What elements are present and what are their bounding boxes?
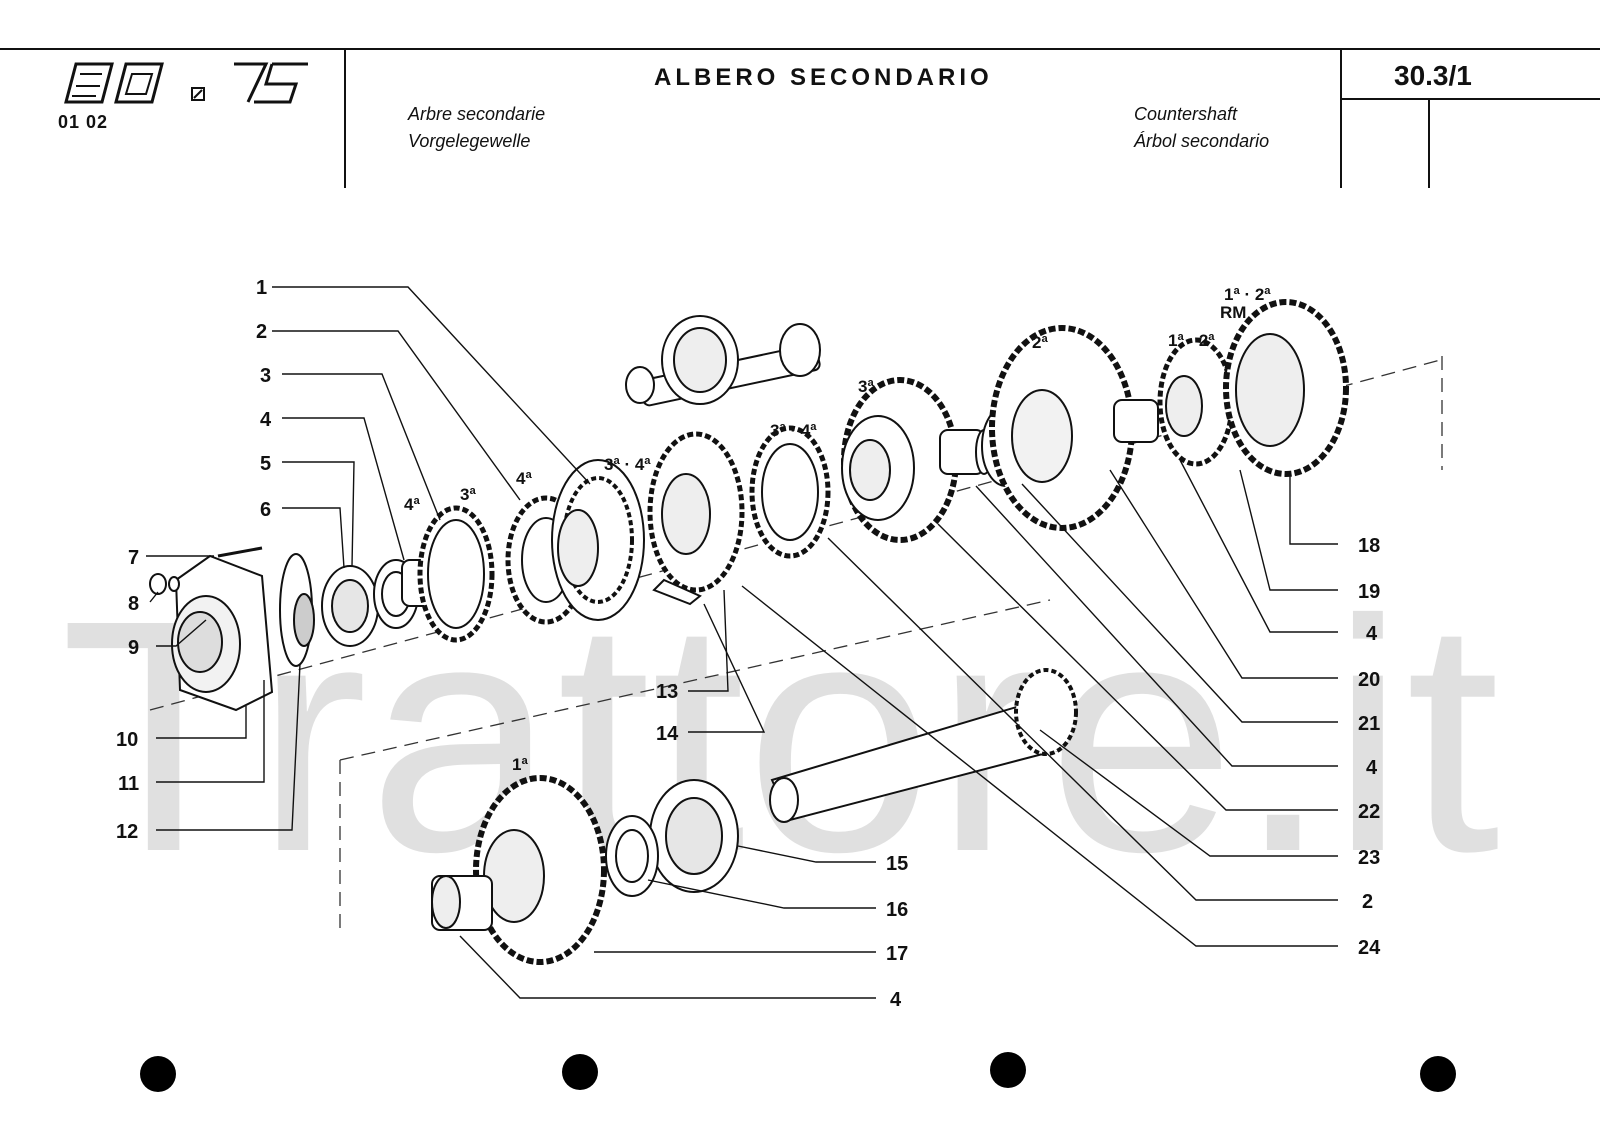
subtitle-en: Countershaft [1134, 104, 1238, 124]
callout-16: 16 [886, 899, 908, 921]
page-box-rule [1340, 98, 1600, 100]
callout-10: 10 [116, 729, 138, 751]
bushing-4-lower [431, 875, 493, 931]
callout-9: 9 [128, 637, 139, 659]
page-box-divider [1428, 98, 1430, 188]
header-divider-right [1340, 48, 1342, 188]
header-top-rule [0, 48, 1600, 50]
model-code: 01 02 [58, 112, 109, 132]
splined-shaft [769, 668, 1078, 823]
punch-hole-4 [1420, 1056, 1456, 1092]
callout-7: 7 [128, 547, 139, 569]
callout-15: 15 [886, 853, 908, 875]
label-1a: 1ª [512, 755, 528, 774]
callouts-bottom: 15 16 17 4 [886, 853, 908, 1011]
hub-3a4a [647, 431, 745, 606]
watermark: Trattore.it [60, 551, 1501, 920]
subtitle-es: Árbol secondario [1134, 131, 1270, 151]
page-number: 30.3/1 [1394, 60, 1472, 91]
label-3a-right: 3ª [858, 377, 874, 396]
bearing-6 [321, 565, 379, 647]
punch-hole-2 [562, 1054, 598, 1090]
callout-19: 19 [1358, 581, 1380, 603]
callout-5: 5 [260, 453, 271, 475]
bushing-20 [1113, 399, 1159, 443]
sleeve-rm [1223, 299, 1349, 477]
callout-8: 8 [128, 593, 139, 615]
gear-2a [989, 325, 1135, 531]
callout-6: 6 [260, 499, 271, 521]
gear-1a [473, 775, 607, 965]
label-4a-left: 4ª [404, 495, 420, 514]
punch-hole-1 [140, 1056, 176, 1092]
label-3a4a-a: 3ª · 4ª [604, 455, 651, 474]
label-3a4a-b: 3ª · 4ª [770, 421, 817, 440]
label-rm: RM [1220, 303, 1246, 322]
bearing-15 [649, 779, 739, 893]
callouts-right: 18 19 4 20 21 4 22 23 2 24 [1358, 535, 1381, 959]
callout-11: 11 [118, 773, 139, 795]
label-2a: 2ª [1032, 333, 1048, 352]
callout-4-bottom: 4 [890, 989, 902, 1011]
callout-17: 17 [886, 943, 908, 965]
callout-18: 18 [1358, 535, 1380, 557]
gear-small-left [401, 505, 495, 643]
sleeve-3a4a [551, 459, 645, 621]
page-title: ALBERO SECONDARIO [654, 64, 993, 91]
callouts-center: 13 14 [656, 681, 679, 745]
gear-labels: 4ª 3ª 4ª 3ª · 4ª 3ª · 4ª 3ª 2ª 1ª · 2ª 1… [404, 285, 1271, 774]
callout-4: 4 [260, 409, 272, 431]
subtitle-fr: Arbre secondarie [408, 104, 546, 124]
header-divider-left [344, 48, 346, 188]
model-logo [64, 62, 308, 104]
callout-20: 20 [1358, 669, 1380, 691]
label-3a-left: 3ª [460, 485, 476, 504]
callout-2-right: 2 [1362, 891, 1373, 913]
gear-3a-right [841, 377, 959, 543]
label-4a-mid: 4ª [516, 469, 532, 488]
label-1a2a-b: 1ª · 2ª [1224, 285, 1271, 304]
synchro-ring-3a4a [749, 425, 831, 559]
callout-3: 3 [260, 365, 271, 387]
callout-13: 13 [656, 681, 678, 703]
leader-lines [146, 286, 1338, 999]
callouts-left: 1 2 3 4 5 6 7 8 9 10 11 12 [116, 277, 272, 843]
callout-23: 23 [1358, 847, 1380, 869]
punch-hole-3 [990, 1052, 1026, 1088]
callout-24: 24 [1358, 937, 1381, 959]
small-nut [149, 573, 180, 595]
hub-1a2a [1157, 337, 1235, 467]
label-1a2a-a: 1ª · 2ª [1168, 331, 1215, 350]
callout-1: 1 [256, 277, 267, 299]
ring-16 [605, 815, 659, 897]
callout-4-right-a: 4 [1366, 623, 1378, 645]
callout-4-right-b: 4 [1366, 757, 1378, 779]
callout-21: 21 [1358, 713, 1380, 735]
assembled-shaft-upper [625, 315, 821, 407]
subtitle-de: Vorgelegewelle [408, 131, 531, 151]
callout-2: 2 [256, 321, 267, 343]
callout-22: 22 [1358, 801, 1380, 823]
callout-14: 14 [656, 723, 679, 745]
callout-12: 12 [116, 821, 138, 843]
